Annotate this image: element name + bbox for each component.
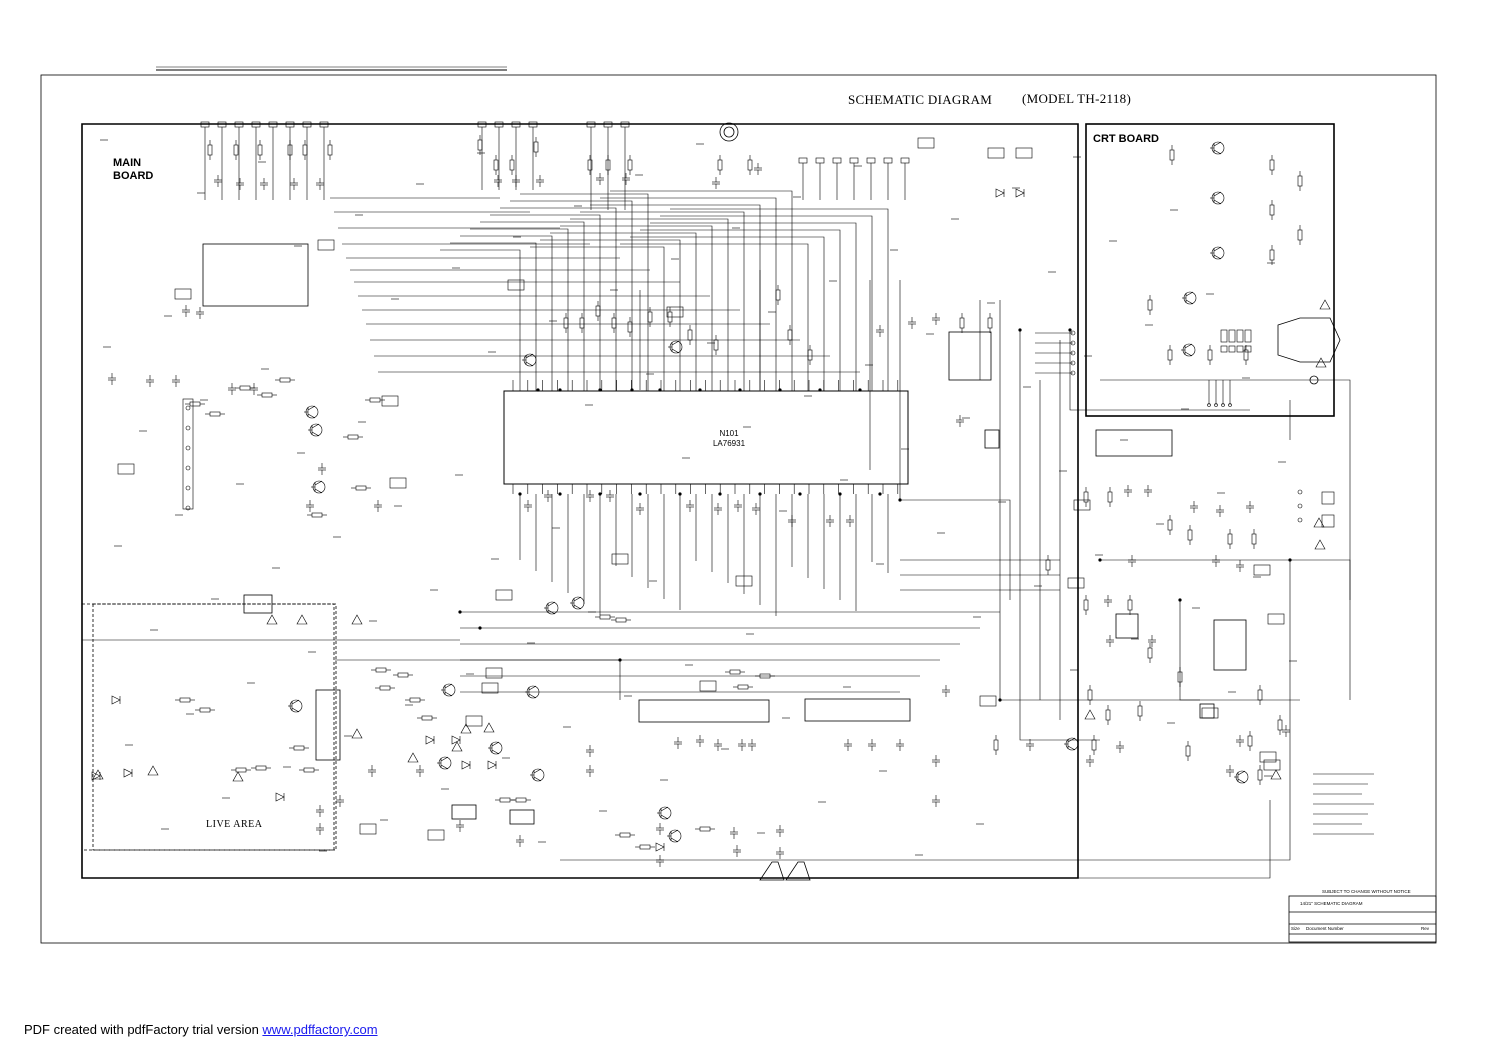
main-board-label: MAIN BOARD: [113, 157, 154, 182]
pdf-footer: PDF created with pdfFactory trial versio…: [24, 1022, 378, 1037]
title-block: [1288, 895, 1437, 943]
live-area-frame: [81, 603, 335, 851]
footer-link[interactable]: www.pdffactory.com: [262, 1022, 378, 1037]
title-block-size: Size: [1291, 926, 1300, 931]
model-label: (MODEL TH-2118): [1022, 91, 1132, 106]
main-ic: [503, 390, 909, 485]
main-board-frame: [81, 123, 1079, 879]
crt-board-label: CRT BOARD: [1093, 133, 1159, 145]
outer-border: [40, 74, 1437, 944]
title-block-docnum: Document Number: [1306, 926, 1344, 931]
title-block-notice: SUBJECT TO CHANGE WITHOUT NOTICE: [1322, 889, 1411, 894]
live-area-label: LIVE AREA: [206, 819, 263, 830]
title-block-drawing: 14/21" SCHEMATIC DIAGRAM: [1300, 901, 1363, 906]
title-block-rev: Rev: [1421, 926, 1430, 931]
crt-board-frame: [1085, 123, 1335, 417]
main-ic-ref: N101: [719, 429, 739, 438]
diagram-title: SCHEMATIC DIAGRAM: [848, 92, 993, 107]
main-ic-part: LA76931: [712, 439, 746, 448]
footer-text: PDF created with pdfFactory trial versio…: [24, 1022, 263, 1037]
